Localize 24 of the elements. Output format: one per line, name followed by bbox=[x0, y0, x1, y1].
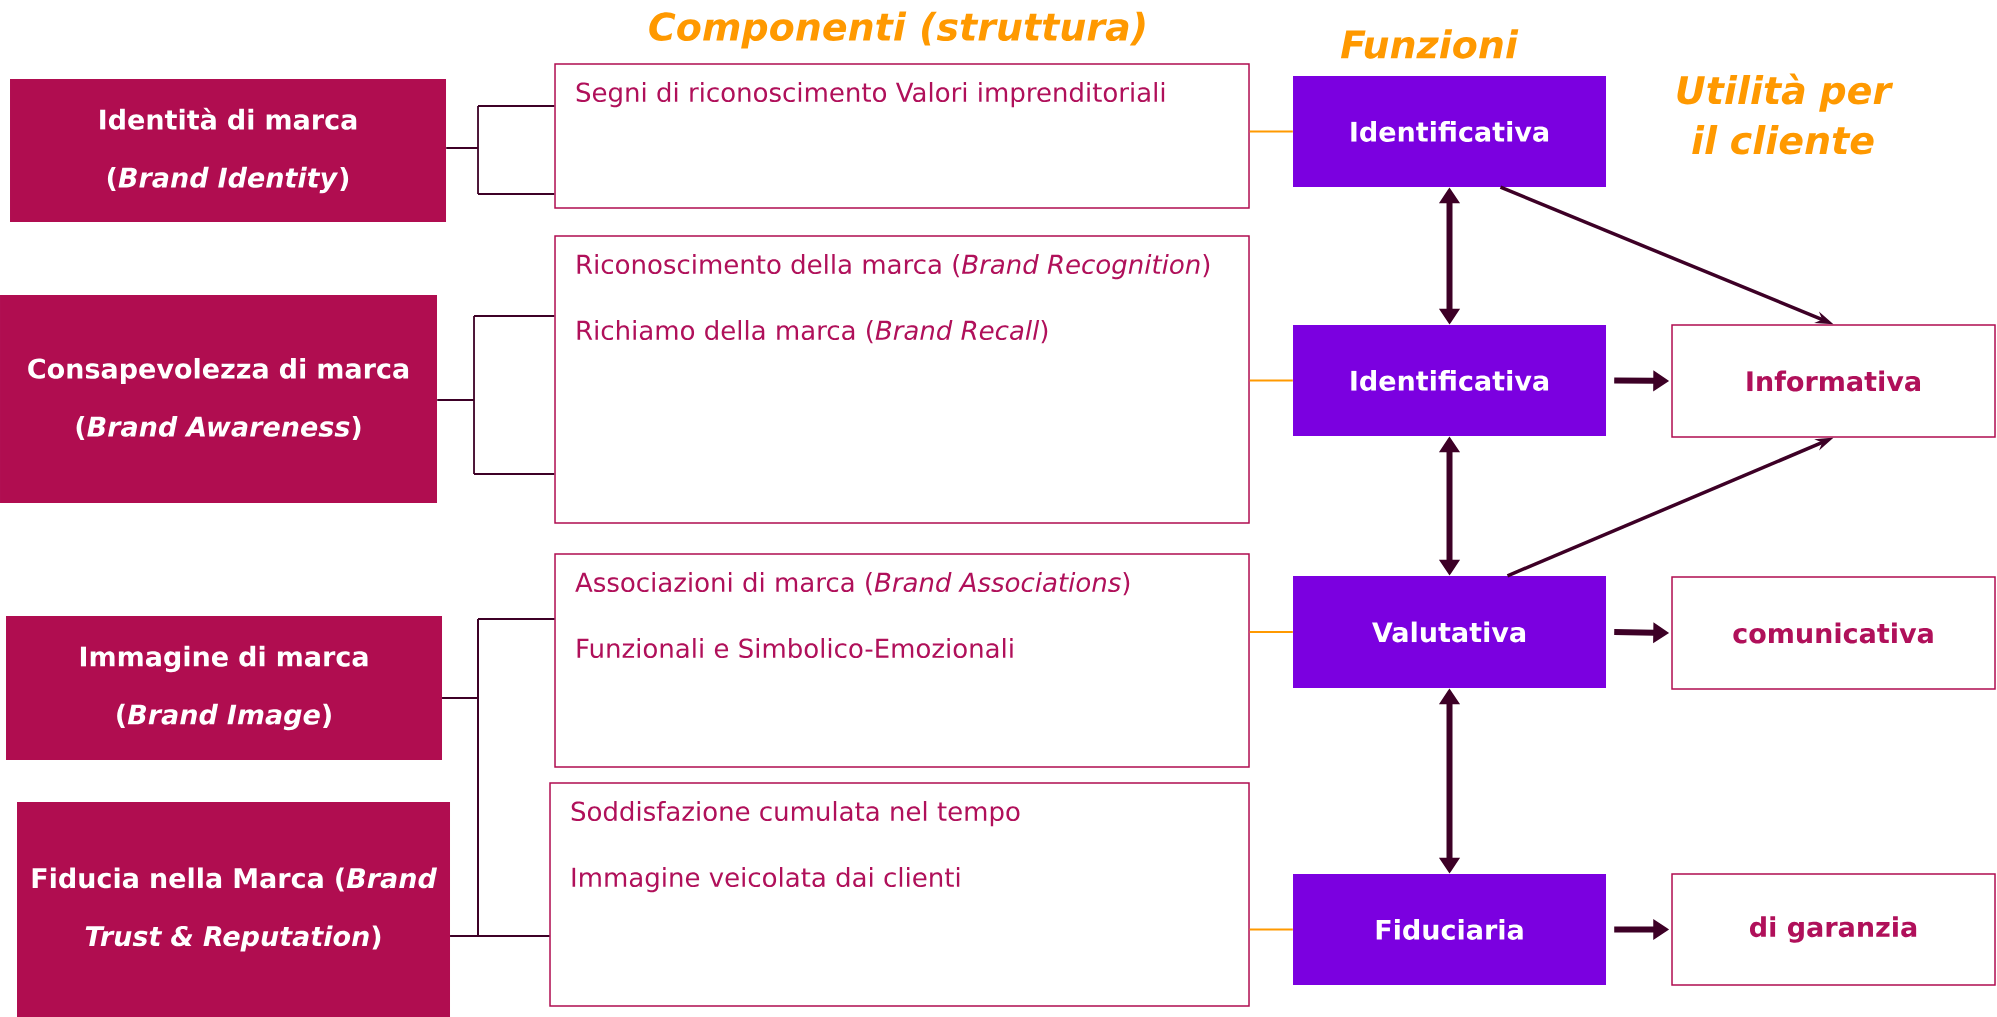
function-box: Valutativa bbox=[1293, 576, 1606, 688]
function-box: Identificativa bbox=[1293, 325, 1606, 436]
column-heading: Utilità per il cliente bbox=[1677, 73, 1894, 155]
utility-box: comunicativa bbox=[1671, 576, 1996, 690]
component-box: Consapevolezza di marca (Brand Awareness) bbox=[0, 295, 437, 503]
component-box: Fiducia nella Marca (Brand Trust & Reputation) bbox=[17, 802, 450, 1017]
structure-box: Associazioni di marca (Brand Associations) Funzionali e Simbolico-Emozionali bbox=[554, 553, 1250, 768]
structure-box: Segni di riconoscimento Valori imprenditoriali bbox=[554, 63, 1250, 209]
utility-box: di garanzia bbox=[1671, 873, 1996, 986]
utility-box: Informativa bbox=[1671, 324, 1996, 438]
function-box: Identificativa bbox=[1293, 76, 1606, 187]
function-box: Fiduciaria bbox=[1293, 874, 1606, 985]
bracket-connector bbox=[436, 315, 556, 475]
bracket-connector bbox=[445, 105, 556, 195]
component-box: Identità di marca (Brand Identity) bbox=[10, 79, 446, 222]
bracket-connector bbox=[449, 935, 551, 937]
connector-line bbox=[1248, 130, 1294, 133]
structure-box: Soddisfazione cumulata nel tempo Immagine veicolata dai clienti bbox=[549, 782, 1250, 1007]
column-heading: Funzioni bbox=[1340, 29, 1519, 59]
connector-line bbox=[1248, 631, 1294, 633]
component-box: Immagine di marca (Brand Image) bbox=[6, 616, 442, 760]
connector-line bbox=[1248, 928, 1294, 931]
connector-line bbox=[1248, 379, 1294, 382]
structure-box: Riconoscimento della marca (Brand Recognition) Richiamo della marca (Brand Recall) bbox=[554, 235, 1250, 524]
